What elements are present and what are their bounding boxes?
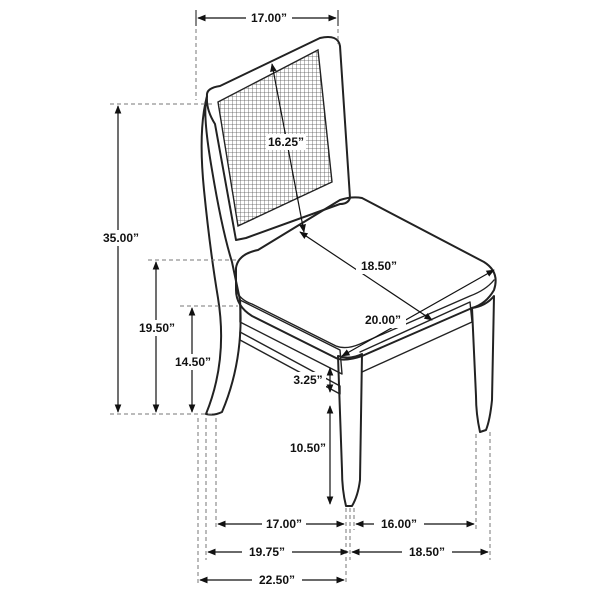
label-seat-depth: 18.50”	[361, 259, 397, 273]
rear-right-leg	[471, 295, 495, 433]
label-apron-height: 14.50”	[175, 355, 211, 369]
label-base-side: 18.50”	[409, 545, 445, 559]
chair-illustration	[200, 36, 497, 507]
dimension-labels: 17.00” 16.25” 35.00” 19.50” 14.50” 18.50…	[98, 10, 452, 588]
label-base-front: 19.75”	[249, 545, 285, 559]
seat-apron	[239, 299, 343, 375]
label-apron-depth: 3.25”	[293, 373, 322, 387]
front-leg	[337, 353, 363, 507]
label-side-leg-span: 16.00”	[381, 517, 417, 531]
label-overall-depth: 22.50”	[259, 573, 295, 587]
label-front-leg-span: 17.00”	[266, 517, 302, 531]
reference-lines	[110, 22, 491, 585]
rear-leg	[200, 95, 242, 416]
label-seat-width: 20.00”	[365, 313, 401, 327]
label-overall-height: 35.00”	[103, 231, 139, 245]
label-stretcher-height: 10.50”	[290, 441, 326, 455]
seat-cushion	[235, 196, 497, 361]
label-seat-height: 19.50”	[139, 321, 175, 335]
label-top-width: 17.00”	[251, 11, 287, 25]
label-back-cane-height: 16.25”	[268, 135, 304, 149]
